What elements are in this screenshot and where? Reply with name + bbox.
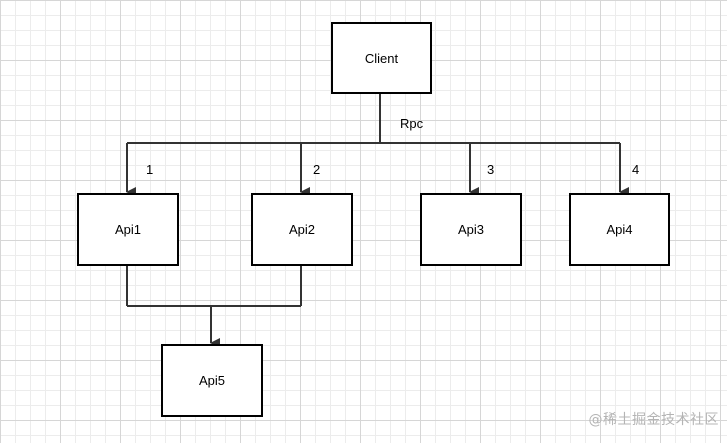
edge-label-rpc: Rpc <box>400 116 424 131</box>
edge-label-1: 1 <box>146 162 154 177</box>
edge-label-2: 2 <box>313 162 321 177</box>
node-api1-label: Api1 <box>114 222 142 237</box>
node-api5: Api5 <box>161 344 263 417</box>
node-api4: Api4 <box>569 193 670 266</box>
node-api5-label: Api5 <box>198 373 226 388</box>
node-api1: Api1 <box>77 193 179 266</box>
node-api2-label: Api2 <box>288 222 316 237</box>
watermark-text: @稀土掘金技术社区 <box>588 412 719 428</box>
node-api2: Api2 <box>251 193 353 266</box>
edge-label-3: 3 <box>487 162 495 177</box>
edge-label-4: 4 <box>632 162 640 177</box>
node-api4-label: Api4 <box>606 222 633 237</box>
node-client-label: Client <box>364 50 399 66</box>
node-api3: Api3 <box>420 193 522 266</box>
node-api3-label: Api3 <box>457 222 485 237</box>
node-client: Client <box>331 22 432 94</box>
